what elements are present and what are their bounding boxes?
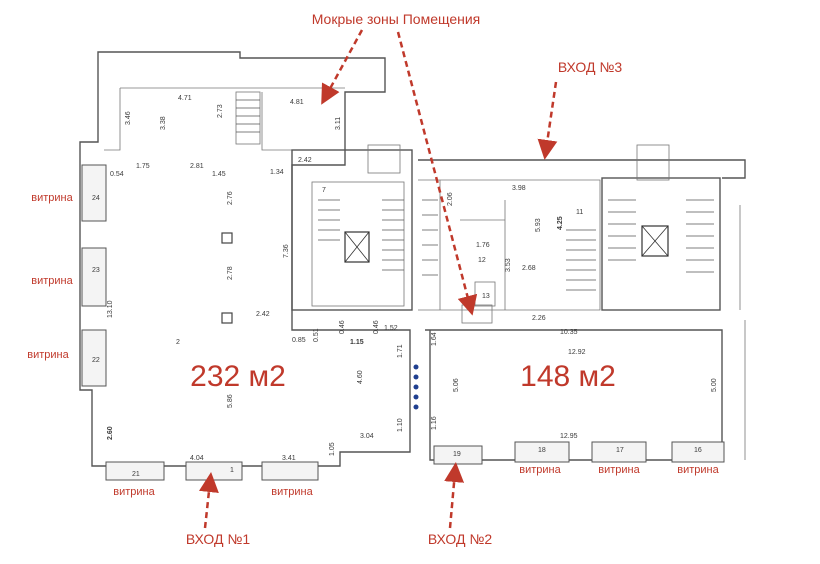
room-number: 23 — [92, 267, 100, 274]
dimension: 2.42 — [256, 311, 270, 318]
room-numbers: 2 7 11 12 13 18 19 17 16 21 1 22 23 24 — [92, 187, 702, 478]
wet-zone-arrow-2 — [396, 31, 478, 316]
connecting-door-dots — [413, 364, 419, 410]
shopwindow-label: витрина — [677, 464, 719, 476]
dimension: 1.16 — [431, 416, 438, 430]
dimension: 3.98 — [512, 185, 526, 192]
room-number: 18 — [538, 447, 546, 454]
shopwindow-label: витрина — [31, 192, 73, 204]
dimension: 0.85 — [292, 337, 306, 344]
dimension: 1.76 — [476, 242, 490, 249]
dimension: 2.68 — [522, 265, 536, 272]
entrance-1-arrow — [198, 472, 219, 529]
room-number: 19 — [453, 451, 461, 458]
dimension: 3.11 — [335, 117, 342, 130]
right-shopwindows — [433, 441, 725, 465]
dimension: 1.75 — [136, 163, 150, 170]
wet-zone-arrow-1 — [321, 29, 364, 105]
annotation-arrows — [198, 29, 558, 529]
dimension: 13.10 — [107, 300, 114, 318]
dimension: 4.04 — [190, 455, 204, 462]
room-number: 13 — [482, 293, 490, 300]
dimension: 5.00 — [711, 378, 718, 392]
dimension: 1.15 — [350, 339, 364, 346]
dimension: 0.46 — [373, 320, 380, 334]
dimension: 4.71 — [178, 95, 192, 102]
dimension: 2.73 — [217, 104, 224, 118]
shopwindow-label: витрина — [271, 486, 313, 498]
entrance-2-label: ВХОД №2 — [428, 531, 493, 547]
dimension: 12.95 — [560, 433, 578, 440]
dimension: 10.35 — [560, 329, 578, 336]
dimension: 1.05 — [329, 442, 336, 456]
dimension: 0.46 — [339, 320, 346, 334]
dimension: 0.54 — [110, 171, 124, 178]
room-number: 24 — [92, 195, 100, 202]
room-number: 12 — [478, 257, 486, 264]
dimension: 5.93 — [535, 218, 542, 232]
dimension: 4.25 — [557, 216, 564, 230]
dimension: 2.76 — [227, 191, 234, 205]
entrance-1-label: ВХОД №1 — [186, 531, 251, 547]
shopwindow-label: витрина — [27, 349, 69, 361]
dimension: 2.81 — [190, 163, 204, 170]
right-area-label: 148 м2 — [520, 360, 616, 393]
wet-zones-label: Мокрые зоны Помещения — [312, 11, 481, 27]
dimension-labels: 4.71 4.81 3.46 3.38 2.73 3.11 2.42 1.75 … — [107, 95, 718, 462]
dimension: 1.45 — [212, 171, 226, 178]
dimension: 5.86 — [227, 394, 234, 408]
left-area-label: 232 м2 — [190, 360, 286, 393]
dimension: 2.26 — [532, 315, 546, 322]
dimension: 4.81 — [290, 99, 304, 106]
right-premises-walls — [418, 144, 746, 461]
dimension: 2.06 — [447, 192, 454, 206]
dimension: 2.42 — [298, 157, 312, 164]
dimension: 1.52 — [384, 325, 398, 332]
shopwindow-label: витрина — [31, 275, 73, 287]
room-number: 21 — [132, 471, 140, 478]
dimension: 2.78 — [227, 266, 234, 280]
dimension: 3.46 — [125, 111, 132, 125]
dimension: 3.38 — [160, 116, 167, 130]
room-number: 7 — [322, 187, 326, 194]
entrance-3-arrow — [537, 81, 558, 160]
dimension: 1.71 — [397, 344, 404, 358]
room-number: 2 — [176, 339, 180, 346]
dimension: 3.04 — [360, 433, 374, 440]
dimension: 3.41 — [282, 455, 296, 462]
left-premises-walls — [79, 51, 411, 467]
shopwindow-label: витрина — [113, 486, 155, 498]
dimension: 1.34 — [270, 169, 284, 176]
dimension: 1.10 — [397, 418, 404, 432]
dimension: 2.60 — [107, 426, 114, 440]
room-number: 11 — [576, 209, 583, 216]
shopwindow-label: витрина — [519, 464, 561, 476]
entrance-2-arrow — [444, 462, 465, 529]
room-number: 17 — [616, 447, 624, 454]
dimension: 5.06 — [453, 378, 460, 392]
dimension: 0.51 — [313, 328, 320, 342]
dimension: 7.36 — [283, 244, 290, 258]
dimension: 4.60 — [357, 370, 364, 384]
shopwindow-labels: витрина витрина витрина витрина витрина … — [27, 192, 719, 498]
dimension: 12.92 — [568, 349, 586, 356]
left-shopwindows — [81, 164, 319, 481]
dimension: 3.53 — [505, 258, 512, 272]
room-number: 22 — [92, 357, 100, 364]
room-number: 1 — [230, 467, 234, 474]
central-stair-block — [291, 144, 413, 311]
dimension: 1.64 — [431, 332, 438, 346]
room-number: 16 — [694, 447, 702, 454]
shopwindow-label: витрина — [598, 464, 640, 476]
entrance-3-label: ВХОД №3 — [558, 59, 623, 75]
